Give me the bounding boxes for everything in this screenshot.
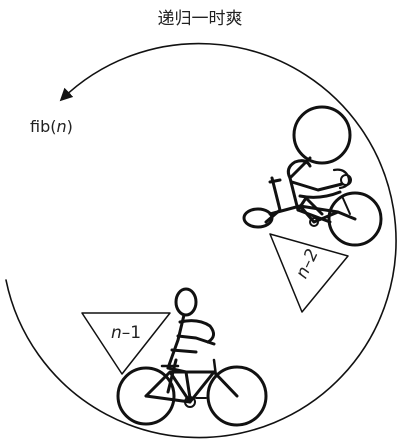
upper-cyclist xyxy=(242,105,383,247)
upper-front-wheel xyxy=(327,191,383,247)
title: 递归一时爽 xyxy=(158,9,243,29)
recursion-track xyxy=(5,42,397,439)
upper-rear-wheel xyxy=(242,207,274,229)
track-arc xyxy=(5,42,397,439)
lower-triangle: n–1 xyxy=(81,312,171,375)
lower-rear-wheel xyxy=(116,366,176,426)
lower-rider-head xyxy=(174,287,198,317)
upper-triangle: n–2 xyxy=(269,233,349,313)
upper-triangle-label: n–2 xyxy=(292,246,323,282)
lower-front-wheel xyxy=(206,365,268,427)
upper-rider-head xyxy=(292,105,352,165)
lower-triangle-label: n–1 xyxy=(111,323,141,343)
fib-label: fib(n) xyxy=(30,117,73,136)
lower-cyclist xyxy=(116,287,268,427)
